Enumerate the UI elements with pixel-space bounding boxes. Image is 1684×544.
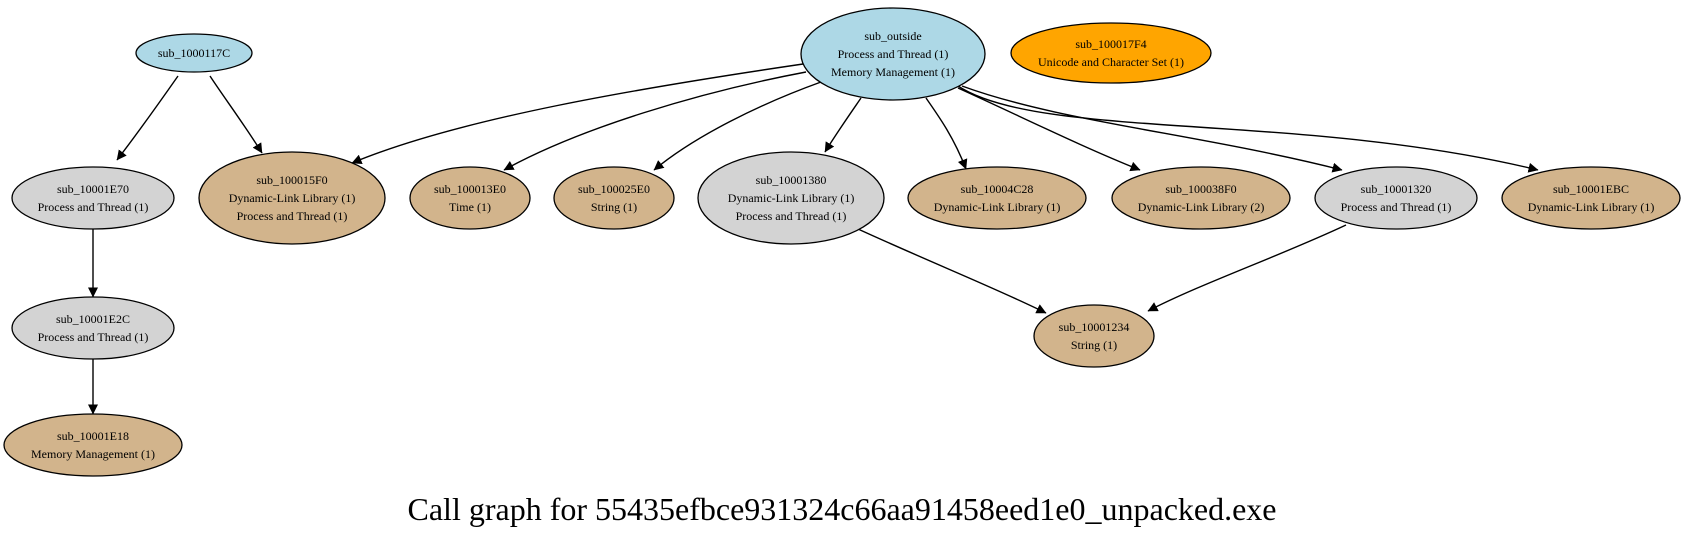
- node-category-label: Dynamic-Link Library (1): [934, 200, 1061, 214]
- edge-sub_outside-to-sub_10001380: [824, 97, 862, 153]
- node-name-label: sub_100025E0: [578, 182, 650, 196]
- node-category-label: Memory Management (1): [831, 65, 955, 79]
- node-category-label: Dynamic-Link Library (1): [1528, 200, 1655, 214]
- edge-sub_outside-to-sub_10001ebc: [957, 85, 1539, 173]
- node-sub_10001e2c[interactable]: sub_10001E2C Process and Thread (1): [11, 296, 175, 360]
- edge-sub_outside-to-sub_100038f0: [957, 87, 1141, 172]
- node-ellipse: [1314, 166, 1478, 230]
- node-category-label: Process and Thread (1): [38, 330, 149, 344]
- node-name-label: sub_100015F0: [256, 173, 327, 187]
- node-name-label: sub_10001320: [1361, 182, 1432, 196]
- graph-caption: Call graph for 55435efbce931324c66aa9145…: [408, 491, 1277, 527]
- edge-sub_10001380-to-sub_10001234: [857, 228, 1047, 314]
- edge-sub_outside-to-sub_100013e0: [503, 71, 807, 171]
- node-category-label: Dynamic-Link Library (2): [1138, 200, 1265, 214]
- node-name-label: sub_100038F0: [1165, 182, 1236, 196]
- node-ellipse: [11, 166, 175, 230]
- node-ellipse: [1010, 22, 1212, 84]
- node-sub_10001ebc[interactable]: sub_10001EBC Dynamic-Link Library (1): [1501, 166, 1681, 230]
- node-name-label: sub_1000117C: [158, 46, 230, 60]
- node-name-label: sub_10001E18: [57, 429, 129, 443]
- node-ellipse: [3, 413, 183, 477]
- node-category-label: Unicode and Character Set (1): [1038, 55, 1184, 69]
- node-name-label: sub_outside: [864, 29, 921, 43]
- node-ellipse: [1033, 304, 1155, 368]
- edge-sub_outside-to-sub_10001320: [961, 85, 1343, 173]
- node-category-label: Dynamic-Link Library (1): [728, 191, 855, 205]
- node-ellipse: [1501, 166, 1681, 230]
- node-category-label: Process and Thread (1): [838, 47, 949, 61]
- edge-sub_1000117c-to-sub_100015f0: [209, 75, 263, 154]
- node-name-label: sub_10001E2C: [56, 312, 130, 326]
- edge-sub_10001320-to-sub_10001234: [1147, 224, 1347, 312]
- node-ellipse: [198, 151, 386, 245]
- node-category-label: Time (1): [449, 200, 491, 214]
- node-category-label: Process and Thread (1): [736, 209, 847, 223]
- node-ellipse: [409, 166, 531, 230]
- edge-sub_1000117c-to-sub_10001e70: [116, 75, 179, 161]
- node-name-label: sub_10001EBC: [1553, 182, 1629, 196]
- edge-sub_outside-to-sub_10004c28: [925, 97, 968, 170]
- node-name-label: sub_100013E0: [434, 182, 506, 196]
- node-category-label: Process and Thread (1): [38, 200, 149, 214]
- node-sub_1000117c[interactable]: sub_1000117C: [135, 33, 253, 73]
- edges-layer: [88, 63, 1539, 415]
- node-name-label: sub_10004C28: [961, 182, 1034, 196]
- node-ellipse: [800, 7, 986, 101]
- node-category-label: Dynamic-Link Library (1): [229, 191, 356, 205]
- node-ellipse: [1111, 166, 1291, 230]
- node-name-label: sub_10001234: [1059, 320, 1130, 334]
- edge-sub_outside-to-sub_100025e0: [653, 81, 822, 171]
- node-ellipse: [135, 33, 253, 73]
- node-category-label: Process and Thread (1): [237, 209, 348, 223]
- node-ellipse: [553, 166, 675, 230]
- node-category-label: String (1): [591, 200, 637, 214]
- node-category-label: Process and Thread (1): [1341, 200, 1452, 214]
- node-name-label: sub_100017F4: [1075, 37, 1146, 51]
- node-category-label: Memory Management (1): [31, 447, 155, 461]
- edge-sub_outside-to-sub_100015f0: [351, 63, 804, 164]
- node-name-label: sub_10001E70: [57, 182, 129, 196]
- node-ellipse: [907, 166, 1087, 230]
- node-category-label: String (1): [1071, 338, 1117, 352]
- node-ellipse: [11, 296, 175, 360]
- node-name-label: sub_10001380: [756, 173, 827, 187]
- node-ellipse: [697, 151, 885, 245]
